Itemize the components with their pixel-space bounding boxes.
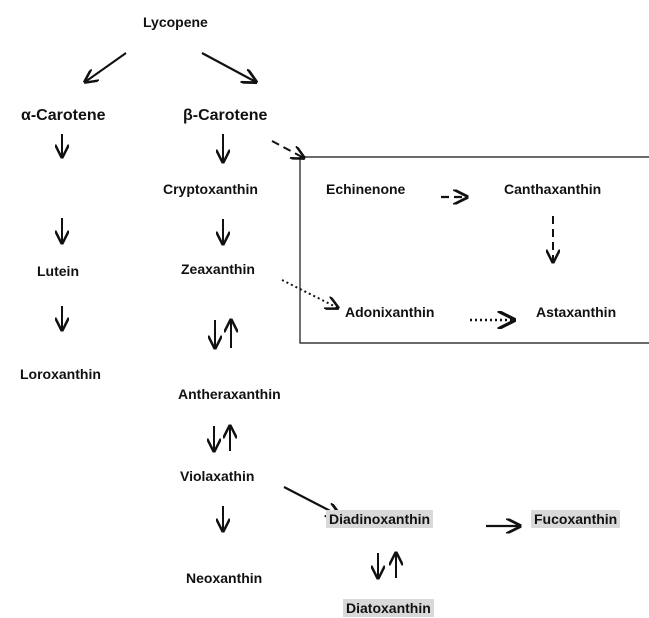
arrow-zeaxanthin-to-adonixanthin (281, 279, 338, 308)
canthaxanthin-label: Canthaxanthin (504, 181, 602, 197)
cryptoxanthin-label: Cryptoxanthin (163, 181, 258, 197)
antheraxanthin-label: Antheraxanthin (178, 386, 281, 402)
astaxanthin-label: Astaxanthin (536, 304, 617, 320)
lycopene-label: Lycopene (143, 14, 208, 30)
zeaxanthin-label: Zeaxanthin (181, 261, 255, 277)
astaxanthin-pathway-box (299, 156, 649, 344)
fucoxanthin-label: Fucoxanthin (531, 510, 621, 528)
loroxanthin-label: Loroxanthin (20, 366, 101, 382)
arrow-lycopene-to-alpha-carotene (85, 52, 127, 82)
neoxanthin-label: Neoxanthin (186, 570, 263, 586)
beta-carotene-label: β-Carotene (183, 107, 268, 124)
alpha-carotene-label: α-Carotene (21, 107, 106, 124)
diadinoxanthin-label: Diadinoxanthin (326, 510, 434, 528)
diatoxanthin-label: Diatoxanthin (343, 599, 434, 617)
arrow-beta-carotene-to-echinenone (271, 140, 304, 158)
arrow-lycopene-to-beta-carotene (201, 52, 256, 82)
lutein-label: Lutein (37, 263, 79, 279)
echinenone-label: Echinenone (326, 181, 406, 197)
violaxathin-label: Violaxathin (180, 468, 255, 484)
adonixanthin-label: Adonixanthin (345, 304, 435, 320)
